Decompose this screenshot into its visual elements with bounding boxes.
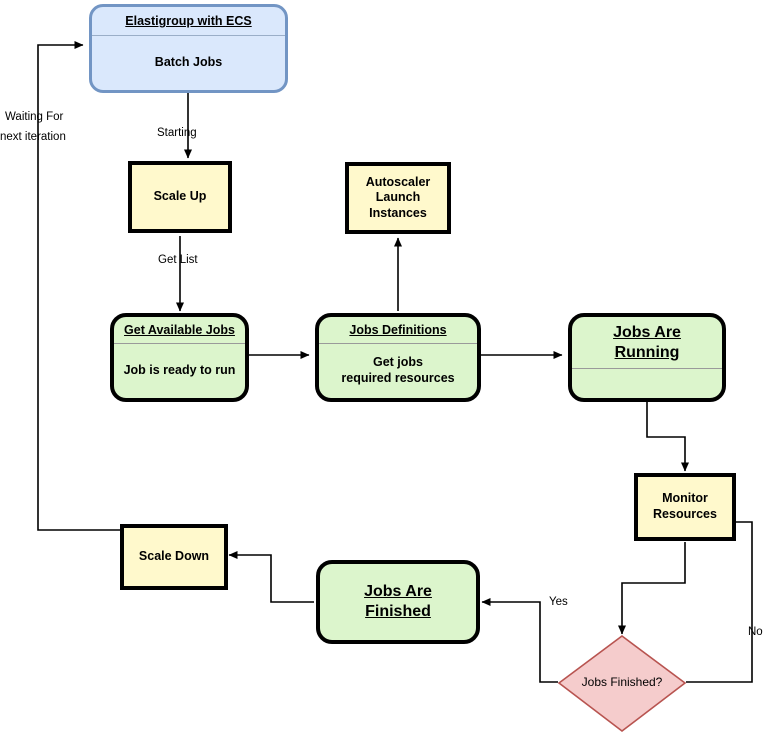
node-elastigroup-title: Elastigroup with ECS — [125, 14, 252, 28]
node-monitor-resources-line2: Resources — [653, 507, 717, 521]
node-scale-down[interactable]: Scale Down — [120, 524, 228, 590]
node-jobs-definitions[interactable]: Jobs Definitions Get jobs required resou… — [315, 313, 481, 402]
node-jobs-are-running[interactable]: Jobs Are Running — [568, 313, 726, 402]
node-jobs-are-running-line1: Jobs Are — [613, 324, 681, 341]
node-autoscaler-line2: Launch — [375, 190, 421, 205]
node-autoscaler-line1: Autoscaler — [365, 174, 431, 189]
decision-diamond-shape — [557, 635, 687, 733]
node-autoscaler-launch-instances[interactable]: Autoscaler Launch Instances — [345, 162, 451, 234]
edge-jobsrunning-to-monitorresources — [646, 400, 689, 472]
decision-label: Jobs Finished? — [581, 675, 663, 689]
node-jobs-are-finished[interactable]: Jobs Are Finished — [316, 560, 480, 644]
node-elastigroup-body: Batch Jobs — [154, 55, 223, 70]
edge-scaledown-to-elastigroup — [37, 41, 120, 531]
node-jobs-are-finished-line1: Jobs Are — [364, 583, 432, 600]
node-jobs-are-running-line2: Running — [614, 344, 680, 361]
edge-label-get-list: Get List — [158, 254, 198, 266]
edge-decision-no-to-monitorresources — [686, 518, 753, 683]
node-get-available-jobs[interactable]: Get Available Jobs Job is ready to run — [110, 313, 249, 402]
edge-label-yes: Yes — [549, 596, 568, 608]
node-jobs-are-running-body — [572, 369, 722, 398]
node-get-available-jobs-divider — [114, 343, 245, 344]
node-elastigroup-divider — [92, 35, 285, 36]
node-monitor-resources-line1: Monitor — [662, 491, 708, 506]
node-get-available-jobs-body: Job is ready to run — [123, 363, 236, 378]
node-jobs-definitions-divider — [319, 343, 477, 344]
node-scale-up[interactable]: Scale Up — [128, 161, 232, 233]
edge-jobsfinished-to-scaledown — [228, 551, 314, 603]
node-elastigroup-with-ecs[interactable]: Elastigroup with ECS Batch Jobs — [89, 4, 288, 93]
node-jobs-definitions-line2: required resources — [341, 371, 455, 385]
node-autoscaler-line3: Instances — [369, 205, 427, 220]
node-jobs-definitions-body: Get jobs required resources — [319, 344, 477, 398]
node-jobs-are-finished-line2: Finished — [365, 603, 431, 620]
edge-label-waiting-line2: next iteration — [0, 131, 66, 143]
node-scale-down-label: Scale Down — [138, 549, 210, 564]
node-monitor-resources[interactable]: Monitor Resources — [634, 473, 736, 541]
node-jobs-definitions-title: Jobs Definitions — [349, 323, 447, 337]
node-scale-up-label: Scale Up — [153, 189, 207, 204]
node-jobs-definitions-line1: Get jobs — [372, 355, 423, 370]
edge-monitorresources-to-decision — [618, 542, 686, 635]
node-get-available-jobs-title: Get Available Jobs — [124, 323, 235, 337]
edge-decision-yes-to-jobsfinished — [481, 598, 558, 683]
edge-label-starting: Starting — [157, 127, 197, 139]
node-jobs-finished-decision[interactable] — [557, 634, 687, 734]
node-jobs-are-running-divider — [572, 368, 722, 369]
edge-label-waiting-line1: Waiting For — [5, 111, 64, 123]
edge-label-no: No — [748, 626, 763, 638]
